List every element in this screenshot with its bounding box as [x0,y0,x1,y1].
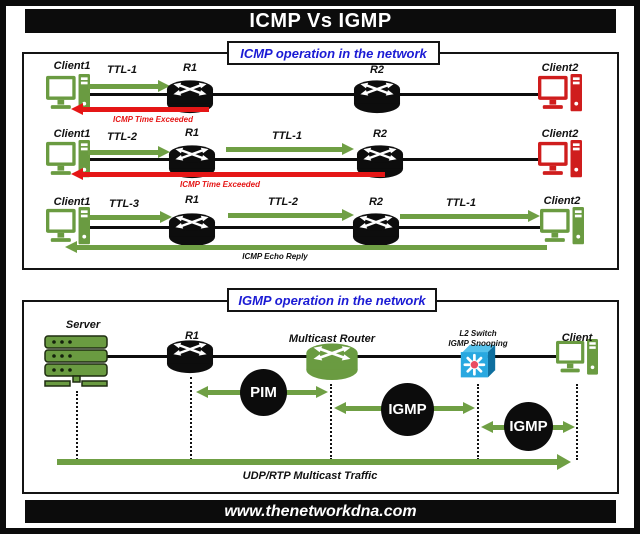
multicast-router-icon [305,342,359,381]
ttl-forward-arrow [88,211,172,224]
ttl-forward-arrow [400,210,540,223]
ttl-label: TTL-2 [268,196,298,208]
r2-label: R2 [369,64,385,76]
client2-computer-icon [538,73,582,119]
icmp-time-exceeded-label: ICMP Time Exceeded [179,180,261,189]
r1-label: R1 [184,127,200,139]
client1-label: Client1 [53,60,91,72]
ttl-label: TTL-1 [272,130,302,142]
icmp-time-exceeded-arrow [71,168,385,181]
ttl-forward-arrow [88,146,170,159]
client2-computer-icon [538,139,582,185]
ttl-label: TTL-1 [446,197,476,209]
l2-switch-icon [459,342,497,382]
icmp-echo-reply-arrow [65,241,547,254]
multicast-router-label: Multicast Router [288,333,376,345]
icmp-section-heading: ICMP operation in the network [227,41,440,65]
network-link-line [85,93,545,96]
ttl-label: TTL-3 [109,198,139,210]
igmp-snooping-label: IGMP Snooping [448,339,508,348]
client2-label: Client2 [543,195,581,207]
client-dotted-line [576,384,578,460]
ttl-forward-arrow [228,209,354,222]
client1-label: Client1 [53,128,91,140]
icmp-echo-reply-label: ICMP Echo Reply [242,252,308,261]
igmp-badge-1: IGMP [381,383,434,436]
ttl-forward-arrow [226,143,354,156]
website-footer: www.thenetworkdna.com [25,500,616,523]
udp-rtp-multicast-arrow [57,454,571,470]
icmp-time-exceeded-arrow [71,103,209,116]
server-label: Server [65,319,101,331]
r1-dotted-line [190,377,192,460]
icmp-time-exceeded-label: ICMP Time Exceeded [112,115,194,124]
client-label: Client [561,332,593,344]
r1-label: R1 [184,330,200,342]
r1-label: R1 [184,194,200,206]
ttl-forward-arrow [88,80,170,93]
r1-label: R1 [182,62,198,74]
r2-label: R2 [372,128,388,140]
l2-switch-dotted-line [477,384,479,460]
server-dotted-line [76,391,78,460]
server-icon [43,335,111,389]
client2-label: Client2 [541,128,579,140]
client2-label: Client2 [541,62,579,74]
igmp-badge-2: IGMP [504,402,553,451]
router-icon [353,79,401,114]
network-link-line [85,226,550,229]
multicast-router-dotted-line [330,384,332,460]
ttl-label: TTL-2 [107,131,137,143]
udp-rtp-multicast-label: UDP/RTP Multicast Traffic [242,470,378,482]
client1-label: Client1 [53,196,91,208]
igmp-section-heading: IGMP operation in the network [227,288,437,312]
page-title: ICMP Vs IGMP [25,9,616,33]
client-computer-icon [556,338,598,382]
network-link-line [85,158,545,161]
r2-label: R2 [368,196,384,208]
pim-badge: PIM [240,369,287,416]
router-icon [166,339,214,374]
l2-switch-label: L2 Switch [459,329,497,338]
ttl-label: TTL-1 [107,64,137,76]
